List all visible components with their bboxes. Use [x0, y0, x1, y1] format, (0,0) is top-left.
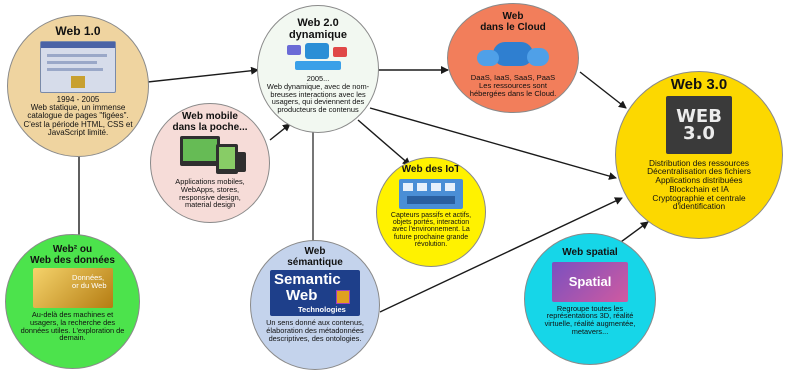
node-spatial-desc: Regroupe toutes les représentations 3D, …	[544, 303, 636, 336]
node-semantic-desc: Un sens donné aux contenus, élaboration …	[266, 318, 364, 343]
semantic-logo-line1: Semantic	[274, 271, 341, 288]
node-data-desc: Au-delà des machines et usagers, la rech…	[20, 310, 125, 343]
web3-logo-text: WEB 3.0	[676, 105, 722, 144]
node-web-semantique: Web sémantique Semantic Web Technologies…	[250, 240, 380, 370]
node-web-iot: Web des IoT Capteurs passifs et actifs, …	[376, 157, 486, 267]
semantic-cube-icon	[336, 290, 350, 304]
data-gold-image: Données, or du Web	[32, 268, 113, 308]
mobile-devices-image	[172, 136, 248, 176]
web2-illustration-image	[283, 43, 353, 73]
node-web-1-0: Web 1.0 1994 - 2005 Web statique, un imm…	[7, 15, 149, 157]
node-web-donnees: Web² ou Web des données Données, or du W…	[5, 234, 140, 369]
node-web2-desc: 2005... Web dynamique, avec de nom-breus…	[266, 74, 370, 115]
node-semantic-title: Web sémantique	[287, 246, 343, 268]
semantic-web-logo: Semantic Web Technologies	[270, 270, 360, 316]
data-image-caption: Données, or du Web	[72, 273, 107, 291]
spatial-image-text: Spatial	[568, 273, 612, 289]
node-web3-desc: Distribution des ressources Décentralisa…	[647, 157, 751, 212]
node-web1-desc: 1994 - 2005 Web statique, un immense cat…	[23, 94, 133, 138]
node-spatial-title: Web spatial	[562, 247, 618, 258]
node-mobile-desc: Applications mobiles, WebApps, stores, r…	[175, 177, 245, 210]
node-cloud-title: Web dans le Cloud	[480, 11, 546, 33]
node-web-3-0: Web 3.0 WEB 3.0 Distribution des ressour…	[615, 71, 783, 239]
node-web-2-0: Web 2.0 dynamique 2005... Web dynamique,…	[257, 5, 379, 133]
node-iot-title: Web des IoT	[401, 164, 461, 175]
cloud-network-image	[473, 36, 553, 72]
edge-semantic-web3	[379, 197, 623, 313]
node-data-title: Web² ou Web des données	[30, 244, 115, 266]
node-web-cloud: Web dans le Cloud DaaS, IaaS, SaaS, PaaS…	[447, 3, 579, 113]
semantic-logo-line2: Web	[286, 287, 318, 304]
edge-web2-web3	[369, 107, 617, 180]
node-web1-title: Web 1.0	[55, 24, 101, 38]
node-web-mobile: Web mobile dans la poche... Applications…	[150, 103, 270, 223]
spatial-vr-image: Spatial	[552, 261, 628, 302]
node-iot-desc: Capteurs passifs et actifs, objets porté…	[390, 211, 472, 248]
iot-devices-image	[399, 178, 463, 209]
edge-mobile-web2	[269, 123, 291, 141]
edge-web2-iot	[357, 119, 411, 166]
semantic-logo-line3: Technologies	[298, 305, 346, 314]
edge-cloud-web3	[579, 71, 627, 109]
node-web3-title: Web 3.0	[670, 76, 728, 93]
web3-logo-image: WEB 3.0	[666, 95, 732, 154]
node-cloud-desc: DaaS, IaaS, SaaS, PaaS Les ressources so…	[469, 73, 557, 98]
node-web-spatial: Web spatial Spatial Regroupe toutes les …	[524, 233, 656, 365]
node-web2-title: Web 2.0 dynamique	[288, 17, 348, 41]
node-mobile-title: Web mobile dans la poche...	[172, 111, 248, 133]
web1-screenshot-image	[40, 40, 116, 93]
